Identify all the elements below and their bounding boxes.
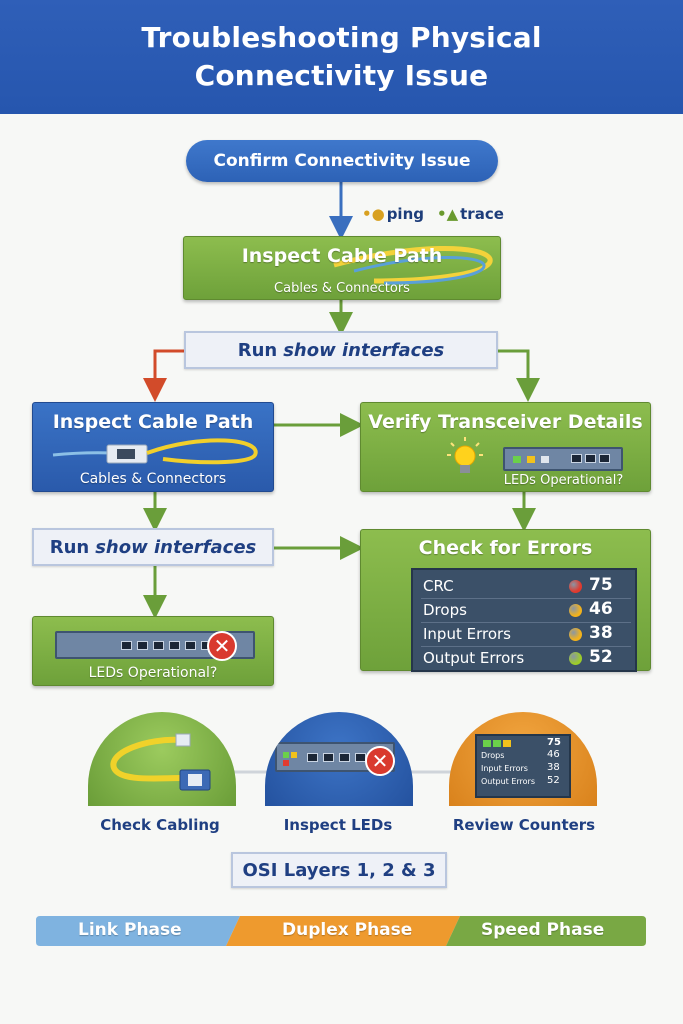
status-dot-icon [569, 580, 582, 593]
transceiver-device-icon [503, 447, 623, 471]
page-title-line2: Connectivity Issue [194, 59, 489, 92]
error-row-crc: CRC 75 [423, 575, 629, 597]
inspect-cable-path-box[interactable]: Inspect Cable Path Cables & Connectors [183, 236, 501, 300]
mini-counter-label: Drops [481, 751, 505, 760]
check-cabling-label: Check Cabling [100, 816, 220, 834]
mini-counter-value: 52 [547, 775, 560, 786]
trace-tool: •▲trace [437, 205, 504, 223]
confirm-connectivity-pill[interactable]: Confirm Connectivity Issue [186, 140, 498, 182]
review-counters-circle[interactable]: 75 Drops 46 Input Errors 38 Output Error… [449, 712, 597, 806]
counters-panel-icon: 75 Drops 46 Input Errors 38 Output Error… [475, 734, 571, 798]
error-row-input-errors: Input Errors 38 [423, 623, 629, 645]
show2-command: show interfaces [95, 536, 257, 558]
ping-icon: •● [362, 205, 385, 223]
leds-operational-box[interactable]: ✕ LEDs Operational? [32, 616, 274, 686]
phase-label-speed: Speed Phase [481, 920, 605, 940]
status-dot-icon [569, 628, 582, 641]
right-box-subtitle: LEDs Operational? [503, 473, 624, 488]
check-cabling-circle[interactable] [88, 712, 236, 806]
error-row-label: Input Errors [423, 625, 511, 643]
mini-counter-label: Output Errors [481, 777, 535, 786]
error-row-output-errors: Output Errors 52 [423, 647, 629, 669]
ping-label: ping [386, 205, 424, 223]
cable-icon [110, 733, 211, 791]
error-row-value: 38 [589, 623, 613, 643]
show1-command: show interfaces [283, 339, 445, 361]
leds-box-subtitle: LEDs Operational? [88, 665, 218, 681]
trace-icon: •▲ [437, 205, 459, 223]
error-row-label: CRC [423, 577, 454, 595]
trace-label: trace [460, 205, 504, 223]
mini-counter-value: 46 [547, 749, 560, 760]
left-box-subtitle: Cables & Connectors [79, 471, 227, 487]
error-row-label: Drops [423, 601, 467, 619]
ping-tool: •●ping [362, 205, 424, 223]
inspect-leds-label: Inspect LEDs [283, 816, 393, 834]
review-counters-label: Review Counters [452, 816, 596, 834]
inspect-cable-path-left-box[interactable]: Inspect Cable Path Cables & Connectors [32, 402, 274, 492]
right-box-title: Verify Transceiver Details [368, 411, 643, 433]
page-title-line1: Troubleshooting Physical [141, 21, 542, 54]
phase-label-link: Link Phase [78, 920, 182, 940]
step1-title: Inspect Cable Path [241, 245, 443, 267]
error-row-value: 46 [589, 599, 613, 619]
cable-connector-icon [52, 438, 258, 465]
error-row-label: Output Errors [423, 649, 525, 667]
phase-label-duplex: Duplex Phase [282, 920, 413, 940]
error-x-icon: ✕ [365, 746, 395, 776]
mini-counter-value: 38 [547, 762, 560, 773]
check-for-errors-box[interactable]: Check for Errors CRC 75 Drops 46 Input E… [360, 529, 651, 672]
mini-counter-label: Input Errors [481, 764, 528, 773]
step1-subtitle: Cables & Connectors [274, 281, 410, 296]
arrow-show1-to-right [498, 349, 540, 402]
show1-prefix: Run [237, 339, 278, 361]
errors-title: Check for Errors [418, 537, 593, 559]
inspect-leds-circle[interactable]: ✕ [265, 712, 413, 806]
error-x-icon: ✕ [207, 631, 237, 661]
phase-segment-speed [446, 916, 646, 946]
show2-prefix: Run [49, 536, 90, 558]
page-header: Troubleshooting Physical Connectivity Is… [0, 0, 683, 114]
status-dot-icon [569, 604, 582, 617]
arrow-show1-to-left [143, 349, 184, 402]
verify-transceiver-box[interactable]: Verify Transceiver Details LEDs Operatio… [360, 402, 651, 492]
status-dot-icon [569, 652, 582, 665]
phase-bar: Link Phase Duplex Phase Speed Phase [36, 916, 646, 946]
error-row-value: 52 [589, 647, 613, 667]
cable-swoosh-icon [333, 245, 493, 285]
phase-segment-link [36, 916, 240, 946]
lightbulb-icon [447, 437, 483, 473]
error-row-value: 75 [589, 575, 613, 595]
phase-segment-duplex [226, 916, 460, 946]
left-box-title: Inspect Cable Path [52, 411, 254, 433]
error-row-drops: Drops 46 [423, 599, 629, 621]
osi-layers-label: OSI Layers 1, 2 & 3 [242, 859, 436, 881]
error-counters-panel: CRC 75 Drops 46 Input Errors 38 Output E… [411, 568, 637, 672]
osi-layers-badge: OSI Layers 1, 2 & 3 [231, 852, 447, 888]
confirm-connectivity-label: Confirm Connectivity Issue [213, 151, 471, 171]
mini-counter-value: 75 [547, 737, 561, 748]
